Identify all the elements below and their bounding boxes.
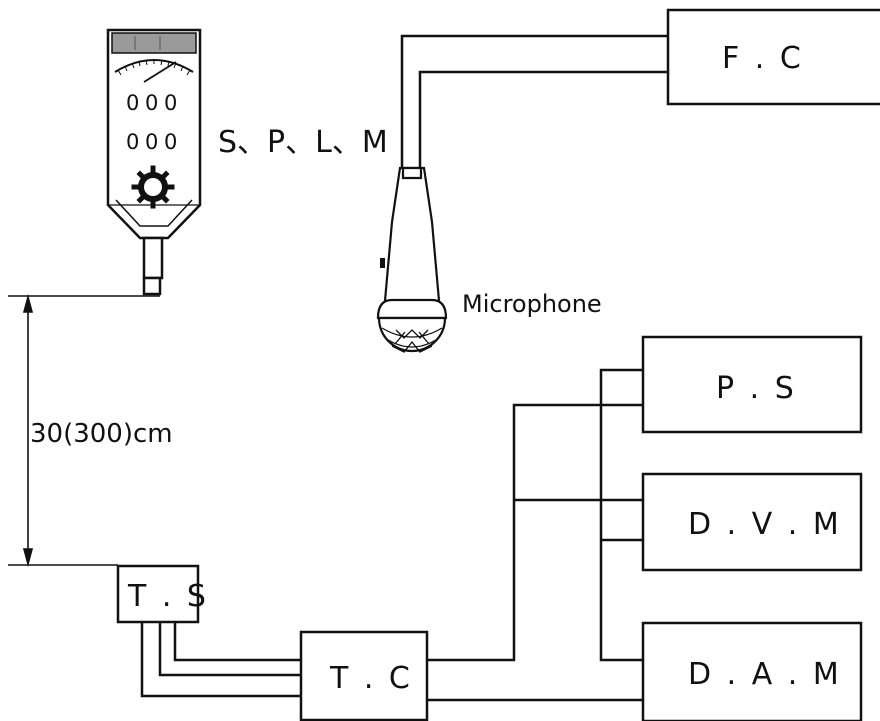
ts-tc-wire-3: [140, 622, 301, 698]
ts-label: T . S: [127, 579, 209, 614]
microphone-icon: [376, 166, 448, 353]
distance-dimension: [8, 293, 160, 568]
tc-bus-wire: [427, 403, 643, 662]
ps-label: P . S: [716, 371, 797, 406]
sound-level-meter-icon: [106, 28, 202, 296]
ts-tc-wire-2: [158, 622, 301, 677]
dvm-label: D . V . M: [688, 507, 842, 542]
gear-knob-icon: [131, 165, 175, 209]
mic-cable-outer: [400, 34, 668, 168]
meter-button: 0: [126, 91, 139, 115]
mic-cable-inner: [418, 70, 668, 168]
ps-box: [641, 335, 863, 434]
ts-box: [116, 564, 200, 624]
dam-label: D . A . M: [688, 657, 842, 692]
meter-button: 0: [126, 130, 139, 154]
meter-button: 0: [164, 91, 177, 115]
dvm-box: [641, 472, 863, 572]
tc-box: [299, 630, 429, 721]
ts-tc-wire-1: [173, 622, 301, 662]
meter-button: 0: [164, 130, 177, 154]
fc-label: F . C: [722, 41, 804, 76]
ps-supply-bus: [599, 368, 643, 662]
distance-label: 30(300)cm: [30, 419, 173, 449]
meter-button: 0: [145, 91, 158, 115]
microphone-label: Microphone: [462, 290, 602, 318]
fc-box: [666, 8, 880, 106]
dam-box: [641, 621, 863, 721]
meter-button: 0: [145, 130, 158, 154]
tc-label: T . C: [329, 661, 413, 696]
meter-button-grid: 0 0 0 0 0 0: [126, 91, 177, 154]
splm-label: S、P、L、M: [218, 125, 388, 160]
wiring: [140, 34, 668, 702]
